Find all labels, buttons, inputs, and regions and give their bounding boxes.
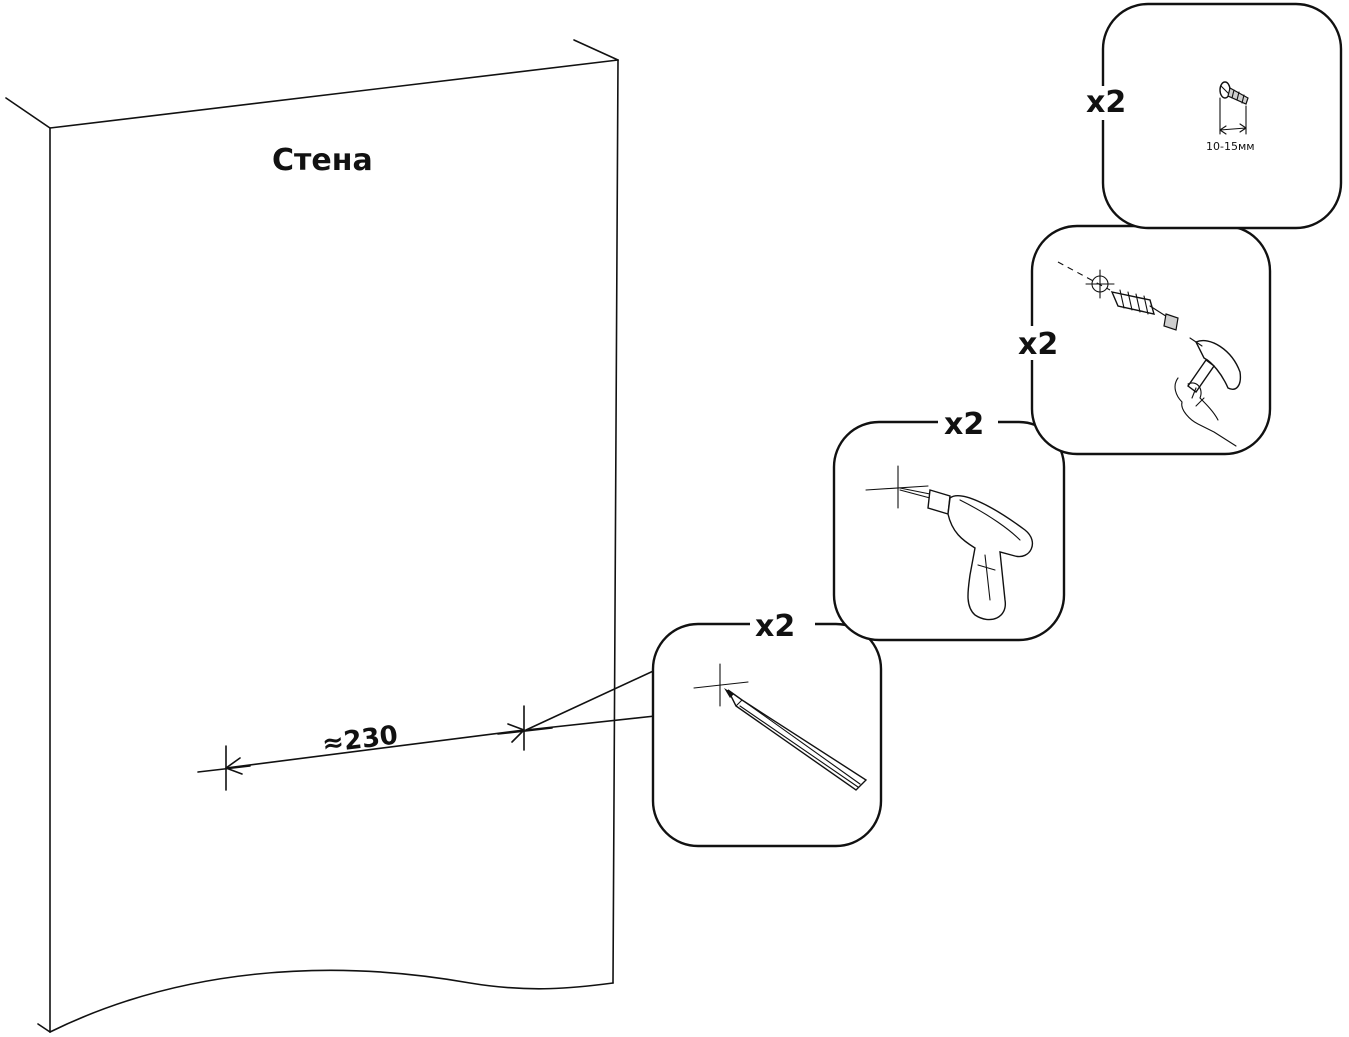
- hand-icon: [1174, 377, 1237, 447]
- step-panel-drill: x2: [832, 407, 1066, 642]
- step-mark-qty: x2: [755, 609, 795, 644]
- screw-icon: [1149, 305, 1179, 331]
- step-panel-dowel: x2: [1012, 224, 1272, 456]
- step-panel-mark: x2: [651, 609, 883, 848]
- step-drill-qty: x2: [944, 407, 984, 442]
- drill-icon: [899, 487, 1034, 621]
- dimension-line: [197, 705, 553, 791]
- pencil-icon: [724, 688, 868, 791]
- hammer-icon: [1187, 337, 1242, 393]
- step-panel-screw: x2 10-15мм: [1082, 2, 1343, 230]
- dowel-icon: [1110, 289, 1155, 315]
- screw-head-icon: [1219, 81, 1249, 105]
- wall-label: Стена: [272, 143, 373, 178]
- step-dowel-qty: x2: [1018, 327, 1058, 362]
- gap-label: 10-15мм: [1206, 140, 1255, 153]
- wall-panel: [5, 39, 619, 1033]
- dimension-label: ≈230: [320, 720, 399, 759]
- step-screw-qty: x2: [1086, 85, 1126, 120]
